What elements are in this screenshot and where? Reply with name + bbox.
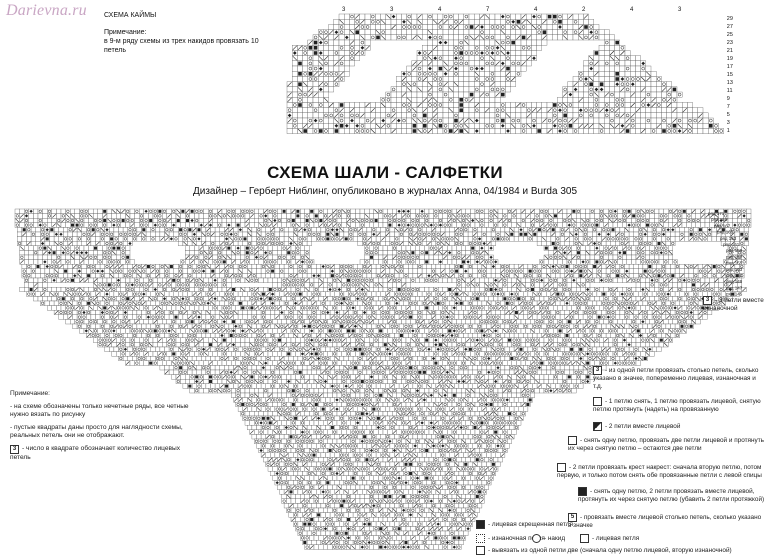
border-column-number: 3 [390,7,394,13]
legend-item-6: - снять одну петлю, 2 петли провязать вм… [578,487,765,504]
border-row-number: 29 [727,16,733,22]
legend-item-7-text: - провязать вместе лицевой столько петел… [568,514,762,530]
border-column-number: 3 [678,7,682,13]
legend-item-1-text: - из одной петли провязать столько петел… [593,367,759,391]
border-row-number: 27 [727,24,733,30]
border-row-number: 17 [727,64,733,70]
shawl-row-label: ряд 157 [726,254,743,259]
border-chart-note: Примечание: в 9-м ряду схемы из трех нак… [104,28,279,55]
border-row-number: 19 [727,56,733,62]
purl-icon [476,534,485,543]
notes-item-3: 3- число в квадрате обозначает количеств… [10,444,195,463]
twisted-knit-icon [476,520,485,529]
border-row-number: 13 [727,80,733,86]
legend-item-11-text: - накид [544,535,566,543]
border-column-number: 7 [486,7,490,13]
border-row-number: 11 [727,88,733,94]
shawl-row-label: ряд 153 [726,267,743,272]
legend-item-5: - 2 петли провязать крест накрест: снача… [557,463,765,480]
shawl-row-label: ряд 169 [711,217,728,222]
legend-item-3-text: - 2 петли вместе лицевой [605,423,681,431]
legend-item-11: - накид [532,534,582,543]
border-chart-title: СХЕМА КАЙМЫ [104,12,157,19]
shawl-row-label: ряд 161 [723,242,740,247]
yarn-over-icon [532,534,541,543]
k2tog-icon [593,422,602,431]
increase-icon: 3 [593,366,602,375]
border-column-number: 4 [534,7,538,13]
legend-item-9-text: - лицевая петля [592,535,640,543]
border-row-number: 23 [727,40,733,46]
legend-item-2: - 1 петлю снять, 1 петлю провязать лицев… [593,397,765,414]
border-row-number: 15 [727,72,733,78]
legend-item-12-text: - вывязать из одной петли две (сначала о… [488,547,732,555]
legend-item-0-text: - 3 петли вместе изнаночной [703,297,764,313]
purl-three-icon: 3 [703,296,712,305]
shawl-row-label: ряд 155 [726,261,743,266]
watermark-logo: Darievna.ru [6,2,87,19]
increase-two-icon [476,546,485,555]
shawl-row-label: ряд 167 [714,223,731,228]
shawl-row-label: ряд 145 [726,292,743,297]
legend-item-10: - изнаночная петля [476,534,566,543]
double-decrease-icon [578,487,587,496]
border-row-number: 3 [727,120,730,126]
border-note-label: Примечание: [104,29,147,36]
notes-item-1: - на схеме обозначены только нечетные ря… [10,402,189,419]
shawl-row-label: ряд 149 [726,279,743,284]
border-row-number: 9 [727,96,730,102]
legend-item-10-text: - изнаночная петля [488,535,545,543]
border-row-number: 5 [727,112,730,118]
border-row-number: 25 [727,32,733,38]
legend-item-9: - лицевая петля [580,534,700,543]
shawl-row-label: ряд 151 [726,273,743,278]
border-column-number: 4 [630,7,634,13]
legend-item-4-text: - снять одну петлю, провязать две петли … [568,437,765,453]
legend-item-12: - вывязать из одной петли две (сначала о… [476,546,766,555]
decrease-icon [568,436,577,445]
shawl-row-label: ряд 163 [720,236,737,241]
notes-block: Примечание: - на схеме обозначены только… [10,390,195,466]
border-note-text: в 9-м ряду схемы из трех накидов провяза… [104,38,259,54]
shawl-row-label: ряд 171 [708,211,725,216]
shawl-row-label: ряд 159 [726,248,743,253]
notes-heading: Примечание: [10,390,50,397]
legend-item-5-text: - 2 петли провязать крест накрест: снача… [557,464,762,480]
knit-icon [580,534,589,543]
border-column-number: 4 [438,7,442,13]
legend-item-4: - снять одну петлю, провязать две петли … [568,436,765,453]
notes-item-2: - пустые квадраты даны просто для нагляд… [10,423,183,440]
legend-item-7: 5- провязать вместе лицевой столько пете… [568,513,765,530]
notes-item-3-text: - число в квадрате обозначает количество… [10,444,181,461]
legend-item-0: 3- 3 петли вместе изнаночной [703,296,765,313]
legend-item-3: - 2 петли вместе лицевой [593,422,765,431]
border-column-number: 2 [582,7,586,13]
legend-item-1: 3- из одной петли провязать столько пете… [593,366,765,391]
border-row-number: 7 [727,104,730,110]
legend-item-2-text: - 1 петлю снять, 1 петлю провязать лицев… [593,398,761,414]
border-column-number: 3 [342,7,346,13]
legend-item-6-text: - снять одну петлю, 2 петли провязать вм… [578,488,765,504]
legend-item-8-text: - лицевая скрещенная петля [488,521,573,529]
page-title: СХЕМА ШАЛИ - САЛФЕТКИ [267,163,503,182]
shawl-row-label: ряд 147 [726,285,743,290]
number-square-icon: 3 [10,444,19,454]
shawl-row-label: ряд 165 [717,230,734,235]
legend-item-8: - лицевая скрещенная петля [476,520,606,529]
border-row-number: 1 [727,128,730,134]
border-chart-cells: 3 3 4 7 4 2 4 3 29 27 25 23 21 19 17 15 13 11 9 7 5 3 1 [286,7,733,134]
page-subtitle: Дизайнер – Герберт Ниблинг, опубликовано… [192,186,578,197]
cross-icon [557,463,566,472]
border-row-number: 21 [727,48,733,54]
slip-pass-icon [593,397,602,406]
